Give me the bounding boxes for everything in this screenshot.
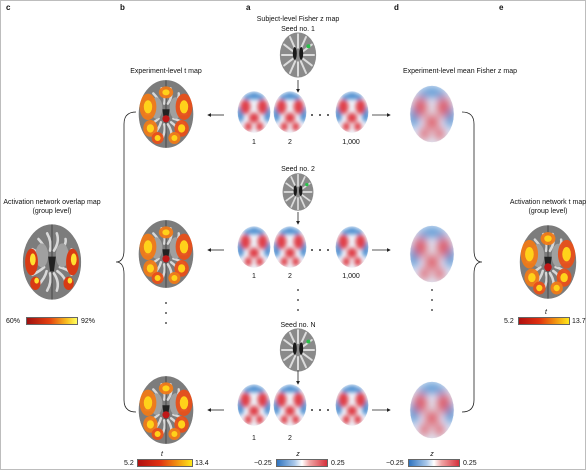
colorbar-d-label: z bbox=[430, 451, 434, 458]
map-label-1000-row1: 1,000 bbox=[342, 139, 360, 146]
panel-letter-e: e bbox=[499, 3, 504, 12]
colorbar-e bbox=[518, 317, 570, 325]
z-map-1000-row3 bbox=[335, 383, 369, 427]
colorbar-c-max: 92% bbox=[81, 318, 96, 325]
ellipsis-row2 bbox=[311, 246, 329, 254]
colorbar-b-label: t bbox=[161, 451, 163, 458]
colorbar-c-min: 60% bbox=[6, 318, 21, 325]
z-map-2-row3 bbox=[273, 383, 307, 427]
seed-brain-2 bbox=[282, 172, 314, 212]
seed-brain-n bbox=[279, 327, 317, 373]
colorbar-e-min: 5.2 bbox=[504, 318, 514, 325]
ellipsis-row3 bbox=[311, 406, 329, 414]
seed-label-1: Seed no. 1 bbox=[281, 26, 315, 33]
colorbar-d-max: 0.25 bbox=[463, 460, 477, 467]
colorbar-e-label: t bbox=[545, 309, 547, 316]
experiment-t-map-1 bbox=[138, 79, 194, 149]
vertical-ellipsis-b bbox=[164, 302, 168, 324]
panel-a-title: Subject-level Fisher z map bbox=[256, 16, 340, 23]
panel-letter-d: d bbox=[394, 3, 399, 12]
colorbar-d-min: −0.25 bbox=[386, 460, 404, 467]
z-map-1000-row2 bbox=[335, 225, 369, 269]
z-map-2-row2 bbox=[273, 225, 307, 269]
experiment-t-map-3 bbox=[138, 375, 194, 445]
panel-d-title: Experiment-level mean Fisher z map bbox=[403, 68, 517, 75]
colorbar-a-max: 0.25 bbox=[331, 460, 345, 467]
colorbar-b-max: 13.4 bbox=[195, 460, 209, 467]
vertical-ellipsis-d bbox=[430, 289, 434, 311]
z-map-1-row3 bbox=[237, 383, 271, 427]
map-label-1-row3: 1 bbox=[252, 435, 256, 442]
seed-label-2: Seed no. 2 bbox=[281, 166, 315, 173]
z-map-1000-row1 bbox=[335, 90, 369, 134]
z-map-1-row1 bbox=[237, 90, 271, 134]
experiment-mean-z-map-2 bbox=[409, 225, 455, 283]
map-label-2-row1: 2 bbox=[288, 139, 292, 146]
seed-brain-1 bbox=[279, 32, 317, 78]
colorbar-a bbox=[276, 459, 328, 467]
experiment-mean-z-map-3 bbox=[409, 381, 455, 439]
panel-e-title-line2: (group level) bbox=[528, 208, 568, 215]
activation-overlap-brain bbox=[22, 223, 82, 301]
vertical-ellipsis-a bbox=[296, 289, 300, 311]
z-map-2-row1 bbox=[273, 90, 307, 134]
panel-letter-a: a bbox=[246, 3, 251, 12]
colorbar-d bbox=[408, 459, 460, 467]
colorbar-c bbox=[26, 317, 78, 325]
map-label-1000-row2: 1,000 bbox=[342, 273, 360, 280]
map-label-1-row1: 1 bbox=[252, 139, 256, 146]
panel-letter-c: c bbox=[6, 3, 11, 12]
panel-c-title-line1: Activation network overlap map bbox=[3, 199, 101, 206]
activation-network-t-brain bbox=[519, 224, 577, 300]
experiment-mean-z-map-1 bbox=[409, 85, 455, 143]
colorbar-e-max: 13.7 bbox=[572, 318, 586, 325]
colorbar-a-min: −0.25 bbox=[254, 460, 272, 467]
ellipsis-row1 bbox=[311, 111, 329, 119]
map-label-2-row2: 2 bbox=[288, 273, 292, 280]
panel-letter-b: b bbox=[120, 3, 125, 12]
panel-b-title: Experiment-level t map bbox=[130, 68, 202, 75]
map-label-1-row2: 1 bbox=[252, 273, 256, 280]
map-label-2-row3: 2 bbox=[288, 435, 292, 442]
colorbar-b bbox=[137, 459, 193, 467]
colorbar-b-min: 5.2 bbox=[124, 460, 134, 467]
left-brace bbox=[115, 111, 137, 413]
panel-c-title-line2: (group level) bbox=[32, 208, 72, 215]
seed-label-n: Seed no. N bbox=[280, 322, 316, 329]
z-map-1-row2 bbox=[237, 225, 271, 269]
panel-e-title-line1: Activation network t map bbox=[509, 199, 586, 206]
right-brace bbox=[461, 111, 483, 413]
experiment-t-map-2 bbox=[138, 219, 194, 289]
colorbar-a-label: z bbox=[296, 451, 300, 458]
